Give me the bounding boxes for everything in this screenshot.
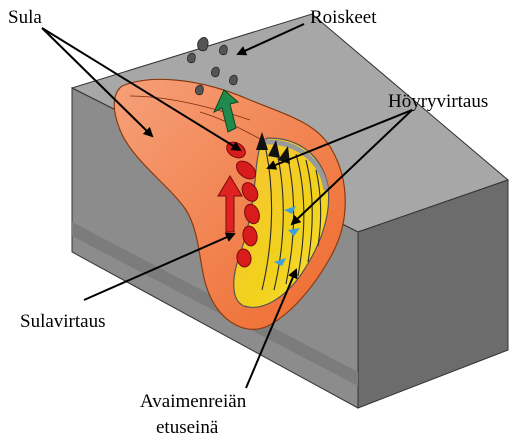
label-hoyryvirtaus: Höyryvirtaus xyxy=(388,92,488,113)
label-sulavirtaus: Sulavirtaus xyxy=(20,312,106,333)
spatter-droplet xyxy=(195,85,203,95)
label-avaimenreian-line1: Avaimenreiän xyxy=(140,392,246,413)
label-avaimenreian-line2: etuseinä xyxy=(156,418,218,439)
spatter-droplet xyxy=(219,45,227,55)
spatter-droplet xyxy=(187,53,195,63)
spatter-droplet xyxy=(211,67,219,77)
label-roiskeet: Roiskeet xyxy=(310,8,377,29)
label-sula: Sula xyxy=(8,8,42,29)
spatter-droplet xyxy=(229,75,237,85)
spatter-droplet xyxy=(198,37,209,50)
